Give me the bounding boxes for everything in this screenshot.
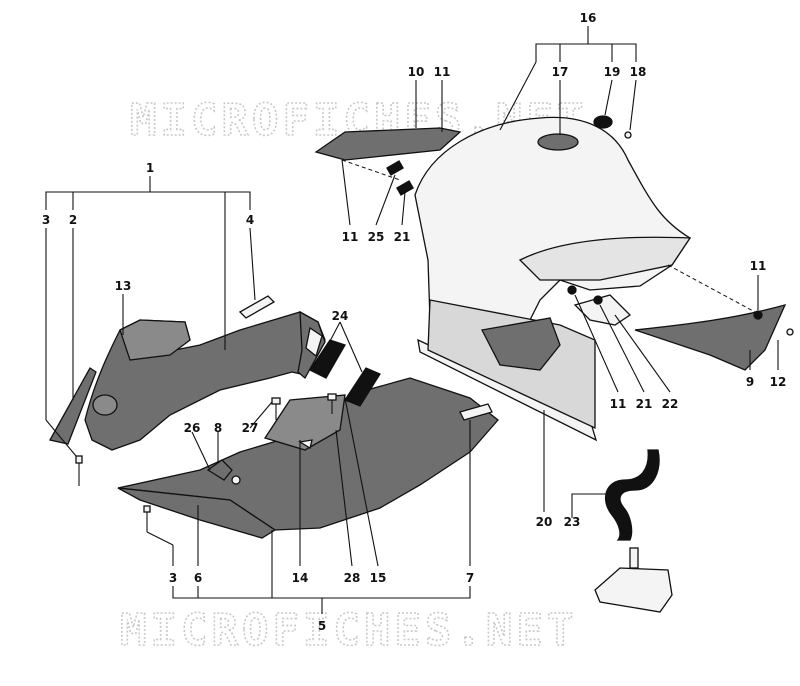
- grommet-21a: [396, 180, 414, 196]
- tank-cover: [414, 116, 692, 346]
- callout-1: 1: [146, 161, 154, 175]
- screw-12: [786, 328, 794, 336]
- callout-8: 8: [214, 421, 222, 435]
- trim-strip: [238, 295, 276, 319]
- callout-25: 25: [368, 230, 385, 244]
- seal-24a: [309, 339, 346, 379]
- callout-15: 15: [370, 571, 387, 585]
- callout-5: 5: [318, 619, 326, 633]
- cap-19: [593, 115, 613, 129]
- callout-11-mid: 11: [610, 397, 627, 411]
- callout-3: 3: [42, 213, 50, 227]
- callout-3-lower: 3: [169, 571, 177, 585]
- grommet-25: [386, 160, 404, 176]
- bracket-22: [567, 285, 632, 326]
- top-cover-plate: [314, 127, 462, 161]
- vent-hose: [604, 449, 660, 541]
- callout-10: 10: [408, 65, 425, 79]
- callout-6: 6: [194, 571, 202, 585]
- callout-12: 12: [770, 375, 787, 389]
- callout-20: 20: [536, 515, 553, 529]
- callout-14: 14: [292, 571, 309, 585]
- callout-27: 27: [242, 421, 259, 435]
- callout-23: 23: [564, 515, 581, 529]
- callout-13: 13: [115, 279, 132, 293]
- bolt-lower: [143, 505, 151, 532]
- callout-26: 26: [184, 421, 201, 435]
- fastener-8: [206, 459, 241, 485]
- left-side-fairing: [84, 310, 326, 451]
- screw-27: [271, 397, 281, 420]
- callout-22: 22: [662, 397, 679, 411]
- callout-18: 18: [630, 65, 647, 79]
- callout-9: 9: [746, 375, 754, 389]
- callout-21-mid: 21: [636, 397, 653, 411]
- callout-19: 19: [604, 65, 621, 79]
- callout-labels: 1 3 2 4 13 16 17 19 18 10 11 11 25 21 11…: [42, 11, 787, 633]
- callout-17: 17: [552, 65, 569, 79]
- callout-28: 28: [344, 571, 361, 585]
- callout-11-right: 11: [750, 259, 767, 273]
- watermark-bottom: MICROFICHES.NET: [120, 605, 577, 656]
- screw-28: [327, 393, 337, 414]
- callout-4: 4: [246, 213, 254, 227]
- sensor-base: [594, 547, 673, 613]
- airbox-frame: [417, 299, 598, 442]
- lower-belly-pan: [117, 377, 499, 539]
- grommet-11: [753, 310, 763, 320]
- callout-16: 16: [580, 11, 597, 25]
- callout-2: 2: [69, 213, 77, 227]
- seal-24b: [344, 367, 381, 407]
- screw-18: [624, 131, 632, 139]
- bolt-left: [75, 455, 83, 486]
- side-winglet: [634, 304, 787, 371]
- mesh-panel-left: [49, 367, 97, 445]
- callout-11-left: 11: [342, 230, 359, 244]
- callout-24: 24: [332, 309, 349, 323]
- callout-7: 7: [466, 571, 474, 585]
- callout-11-top: 11: [434, 65, 451, 79]
- callout-21-top: 21: [394, 230, 411, 244]
